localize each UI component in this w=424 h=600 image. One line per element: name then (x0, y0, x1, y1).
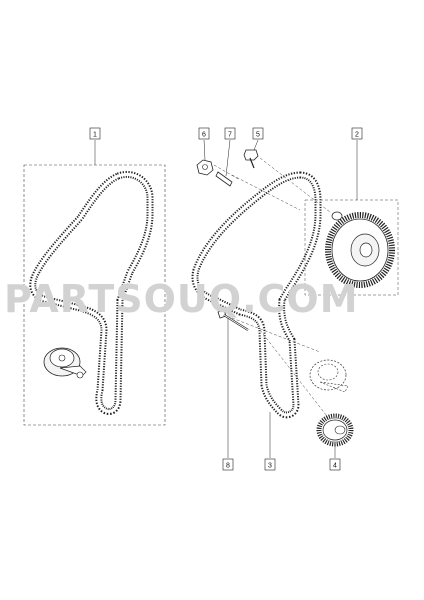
stud (215, 171, 233, 187)
svg-text:3: 3 (268, 463, 272, 470)
belt-left (29, 171, 154, 416)
callout-6: 6 (198, 127, 210, 140)
kit-frame-left (23, 164, 166, 426)
long-bolt (217, 309, 249, 331)
svg-text:2: 2 (355, 132, 359, 139)
crankshaft-sprocket (316, 413, 354, 447)
callout-8: 8 (222, 458, 234, 471)
svg-text:8: 8 (226, 463, 230, 470)
camshaft-sprocket (325, 211, 395, 288)
svg-text:6: 6 (202, 132, 206, 139)
washer (331, 211, 343, 221)
tensioner-pulley-right (309, 359, 349, 393)
svg-text:7: 7 (228, 132, 232, 139)
callout-4: 4 (329, 458, 341, 471)
svg-text:5: 5 (256, 132, 260, 139)
callout-5: 5 (252, 127, 264, 140)
callout-2: 2 (351, 127, 363, 140)
callout-1: 1 (89, 127, 101, 140)
watermark: PARTSOUQ.COM (4, 277, 359, 321)
callout-leaders (94, 139, 358, 458)
belt-right (191, 171, 322, 419)
bolt (243, 149, 259, 169)
callout-3: 3 (264, 458, 276, 471)
tensioner-pulley-left (43, 347, 87, 379)
assembly-guides (213, 157, 399, 421)
svg-text:4: 4 (333, 463, 337, 470)
callout-7: 7 (224, 127, 236, 140)
svg-text:1: 1 (93, 132, 97, 139)
nut (196, 159, 214, 176)
